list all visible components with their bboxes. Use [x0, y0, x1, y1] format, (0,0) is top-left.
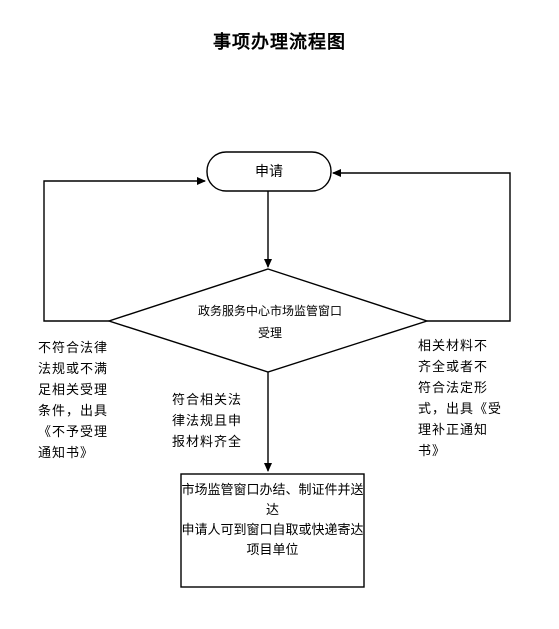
left-branch-label: 不符合法律 法规或不满 足相关受理 条件，出具 《不予受理 通知书》 [38, 341, 109, 461]
right-return-arrow [332, 169, 511, 322]
right-branch-label: 相关材料不 齐全或者不 符合法定形 式，出具《受 理补正通知 书》 [418, 339, 503, 459]
decision-node-label: 政务服务中心市场监管窗口受理 [197, 304, 342, 340]
left-return-arrow [43, 177, 206, 322]
start-node-label: 申请 [255, 164, 283, 180]
result-node [180, 473, 365, 588]
page-title: 事项办理流程图 [213, 32, 346, 53]
middle-branch-label: 符合相关法 律法规且申 报材料齐全 [172, 393, 243, 450]
start-node [206, 151, 332, 192]
result-node-label: 市场监管窗口办结、制证件并送达 申请人可到窗口自取或快递寄达项目单位 [181, 483, 364, 558]
